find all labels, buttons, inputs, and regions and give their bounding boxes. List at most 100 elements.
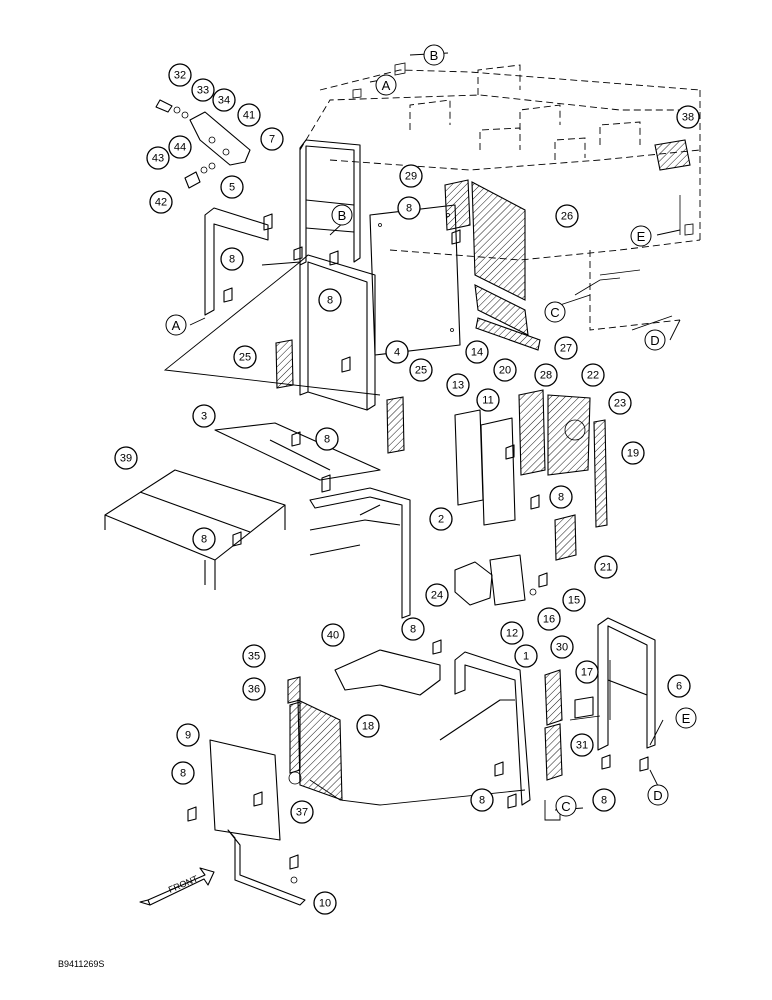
callout-35: 35 — [242, 644, 266, 668]
callout-15: 15 — [562, 588, 586, 612]
plates-11-13 — [454, 409, 516, 526]
ref-letter: C — [561, 799, 570, 814]
plate-9 — [209, 739, 302, 841]
callout-7: 7 — [260, 127, 284, 151]
callout-31: 31 — [570, 733, 594, 757]
callout-number: 20 — [499, 365, 511, 377]
callout-number: 44 — [174, 142, 186, 154]
callout-27: 27 — [554, 336, 578, 360]
ref-a-1: A — [375, 74, 397, 96]
callout-number: 8 — [410, 624, 416, 636]
callout-number: 8 — [180, 768, 186, 780]
callout-9: 9 — [176, 723, 200, 747]
ref-e-1: E — [630, 225, 652, 247]
reference-letters: A A B B C C D D E E — [165, 44, 697, 817]
ref-letter: D — [650, 333, 659, 348]
callout-number: 34 — [218, 95, 230, 107]
callout-12: 12 — [500, 621, 524, 645]
callout-number: 6 — [676, 681, 682, 693]
callout-4: 4 — [385, 340, 409, 364]
ref-letter: E — [682, 711, 691, 726]
callout-number: 1 — [523, 651, 529, 663]
ref-letter: A — [172, 318, 181, 333]
callout-3: 3 — [192, 404, 216, 428]
ref-c-1: C — [544, 301, 566, 323]
callout-number: 21 — [600, 562, 612, 574]
callout-8-7: 8 — [549, 485, 573, 509]
callout-number: 3 — [201, 411, 207, 423]
callout-32: 32 — [168, 63, 192, 87]
callout-number: 11 — [482, 395, 493, 407]
callout-number: 42 — [155, 197, 167, 209]
callout-8-1: 8 — [397, 196, 421, 220]
callout-number: 8 — [201, 534, 207, 546]
pad-21 — [554, 514, 577, 561]
callout-number: 8 — [558, 492, 564, 504]
callout-number: 29 — [405, 171, 417, 183]
callout-number: 24 — [431, 590, 443, 602]
callout-23: 23 — [608, 391, 632, 415]
callout-number: 43 — [152, 153, 164, 165]
callout-number: 22 — [587, 370, 599, 382]
callout-41: 41 — [237, 103, 261, 127]
callout-number: 9 — [185, 730, 191, 742]
ref-letter: B — [338, 208, 347, 223]
callout-8-9: 8 — [470, 788, 494, 812]
callout-number: 25 — [415, 365, 427, 377]
callout-number: 35 — [248, 651, 260, 663]
pads-25 — [275, 339, 405, 454]
callout-number: 8 — [324, 434, 330, 446]
callout-number: 8 — [229, 254, 235, 266]
upper-frame-phantom — [299, 62, 701, 331]
callout-number: 14 — [471, 347, 483, 359]
ref-b-2: B — [331, 204, 353, 226]
ref-d-1: D — [644, 329, 666, 351]
seat-frame-39 — [104, 469, 286, 590]
upright-7 — [299, 139, 361, 266]
callout-number: 33 — [197, 85, 209, 97]
front-label: FRONT — [167, 873, 200, 895]
callout-number: 38 — [682, 112, 694, 124]
callout-44: 44 — [168, 135, 192, 159]
callout-25-2: 25 — [409, 358, 433, 382]
callout-19: 19 — [621, 441, 645, 465]
callout-number: 19 — [627, 448, 639, 460]
callout-number: 32 — [174, 70, 186, 82]
bracket-10 — [227, 829, 306, 906]
callout-8-4: 8 — [192, 527, 216, 551]
callout-5: 5 — [220, 175, 244, 199]
leader-lines — [163, 52, 681, 821]
callout-6: 6 — [667, 674, 691, 698]
callout-42: 42 — [149, 190, 173, 214]
crossmember-3 — [214, 422, 381, 481]
callout-number: 18 — [362, 721, 374, 733]
callout-number: 10 — [319, 898, 331, 910]
callout-number: 28 — [540, 370, 552, 382]
callout-29: 29 — [399, 164, 423, 188]
callout-number: 8 — [327, 295, 333, 307]
callout-number: 26 — [561, 211, 573, 223]
callout-8-3: 8 — [318, 288, 342, 312]
callout-number: 36 — [248, 684, 260, 696]
ref-a-2: A — [165, 314, 187, 336]
callout-number: 8 — [479, 795, 485, 807]
callout-number: 23 — [614, 398, 626, 410]
callout-22: 22 — [581, 363, 605, 387]
ref-d-2: D — [647, 784, 669, 806]
callout-38: 38 — [676, 105, 700, 129]
callout-number: 4 — [394, 347, 400, 359]
callout-17: 17 — [575, 660, 599, 684]
assembly-2 — [309, 487, 411, 619]
callout-24: 24 — [425, 583, 449, 607]
callout-8-8: 8 — [171, 761, 195, 785]
ref-letter: B — [430, 48, 439, 63]
callout-number: 17 — [581, 667, 593, 679]
ref-letter: D — [653, 788, 662, 803]
crossmember-40 — [334, 649, 441, 696]
callout-8-10: 8 — [592, 788, 616, 812]
callout-number: 12 — [506, 628, 518, 640]
front-arrow: FRONT — [139, 867, 215, 906]
callout-36: 36 — [242, 677, 266, 701]
callout-30: 30 — [550, 635, 574, 659]
